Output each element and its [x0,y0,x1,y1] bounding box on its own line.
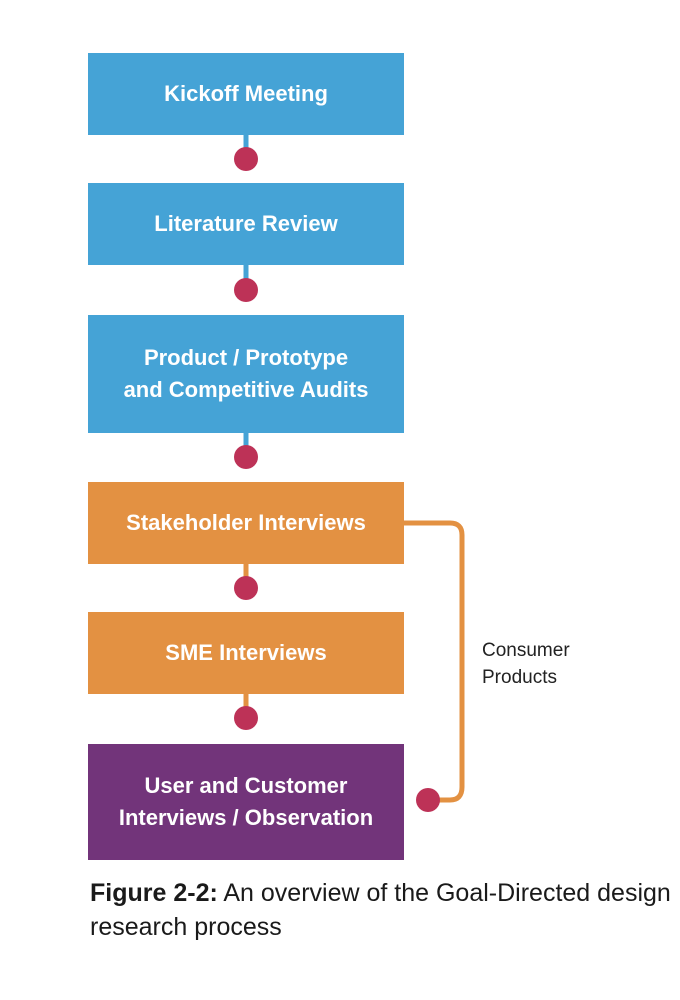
figure-caption-text: An overview of the Goal-Directed design … [90,879,671,941]
consumer-products-label: Consumer Products [482,640,570,688]
figure-caption: Figure 2-2: An overview of the Goal-Dire… [90,876,675,944]
step-literature-review: Literature Review [88,183,404,265]
consumer-products-bypass-line [404,520,465,803]
step-stakeholder-interviews: Stakeholder Interviews [88,482,404,564]
figure-caption-label: Figure 2-2: [90,879,218,907]
connector-dot-5 [234,706,258,730]
connector-dot-3 [234,445,258,469]
connector-dot-1 [234,147,258,171]
step-sme-interviews: SME Interviews [88,612,404,694]
connector-dot-4 [234,576,258,600]
bypass-endpoint-dot [416,788,440,812]
step-kickoff-meeting: Kickoff Meeting [88,53,404,135]
connector-dot-2 [234,278,258,302]
step-user-customer-interviews: User and Customer Interviews / Observati… [88,744,404,860]
step-product-prototype-audits: Product / Prototype and Competitive Audi… [88,315,404,433]
